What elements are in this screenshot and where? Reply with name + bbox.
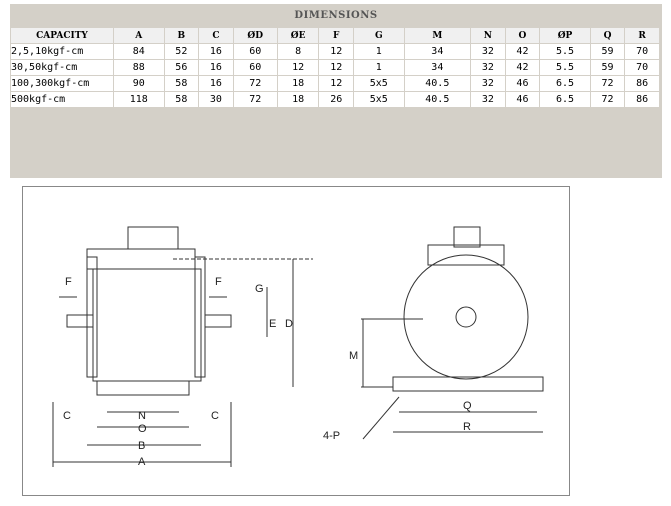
column-header: N <box>470 27 506 44</box>
column-header: G <box>353 27 405 44</box>
table-cell: 88 <box>113 59 165 76</box>
table-cell: 1 <box>353 43 405 60</box>
table-cell: 12 <box>318 43 355 60</box>
column-header: B <box>163 27 200 44</box>
table-cell: 12 <box>318 59 355 76</box>
table-cell: 5x5 <box>353 75 405 92</box>
table-cell: 16 <box>198 75 234 92</box>
label-o: O <box>138 423 147 435</box>
table-cell: 58 <box>163 75 200 92</box>
label-e: E <box>269 318 276 330</box>
front-view <box>361 226 544 440</box>
table-cell: 60 <box>232 59 278 76</box>
table-cell: 12 <box>276 59 320 76</box>
column-header: O <box>504 27 541 44</box>
table-cell: 56 <box>163 59 200 76</box>
table-cell: 40.5 <box>403 91 472 108</box>
label-m: M <box>349 350 358 362</box>
table-cell: 32 <box>470 43 506 60</box>
side-view <box>52 226 313 467</box>
column-header: ØP <box>539 27 591 44</box>
table-cell: 18 <box>276 91 320 108</box>
table-cell: 32 <box>470 75 506 92</box>
label-a: A <box>138 456 146 468</box>
table-cell: 84 <box>113 43 165 60</box>
label-c2: C <box>211 410 219 422</box>
table-cell: 5.5 <box>539 43 591 60</box>
table-cell: 34 <box>403 59 472 76</box>
label-q: Q <box>463 400 472 412</box>
column-header: F <box>318 27 355 44</box>
table-cell: 86 <box>624 75 660 92</box>
table-cell: 16 <box>198 43 234 60</box>
table-cell: 100,300kgf-cm <box>10 75 114 92</box>
table-cell: 2,5,10kgf-cm <box>10 43 114 60</box>
table-cell: 32 <box>470 59 506 76</box>
column-header: ØE <box>276 27 320 44</box>
table-cell: 8 <box>276 43 320 60</box>
table-cell: 59 <box>589 59 626 76</box>
table-cell: 70 <box>624 59 660 76</box>
column-header: M <box>403 27 472 44</box>
table-cell: 40.5 <box>403 75 472 92</box>
label-r: R <box>463 421 471 433</box>
label-g: G <box>255 283 264 295</box>
table-cell: 1 <box>353 59 405 76</box>
table-cell: 59 <box>589 43 626 60</box>
table-cell: 90 <box>113 75 165 92</box>
table-cell: 46 <box>504 75 541 92</box>
label-c1: C <box>63 410 71 422</box>
label-p: 4-P <box>323 430 340 442</box>
label-d: D <box>285 318 293 330</box>
table-cell: 6.5 <box>539 75 591 92</box>
table-cell: 5x5 <box>353 91 405 108</box>
table-cell: 500kgf-cm <box>10 91 114 108</box>
table-cell: 58 <box>163 91 200 108</box>
label-f1: F <box>65 276 72 288</box>
label-n: N <box>138 410 146 422</box>
table-cell: 26 <box>318 91 355 108</box>
table-cell: 34 <box>403 43 472 60</box>
table-cell: 52 <box>163 43 200 60</box>
column-header: C <box>198 27 234 44</box>
table-cell: 5.5 <box>539 59 591 76</box>
table-cell: 30 <box>198 91 234 108</box>
column-header: ØD <box>232 27 278 44</box>
table-cell: 18 <box>276 75 320 92</box>
column-header: A <box>113 27 165 44</box>
table-cell: 46 <box>504 91 541 108</box>
table-title: DIMENSIONS <box>294 10 378 21</box>
column-header: Q <box>589 27 626 44</box>
table-cell: 6.5 <box>539 91 591 108</box>
table-cell: 72 <box>589 91 626 108</box>
table-cell: 12 <box>318 75 355 92</box>
column-header: R <box>624 27 660 44</box>
label-f2: F <box>215 276 222 288</box>
table-cell: 70 <box>624 43 660 60</box>
table-cell: 42 <box>504 43 541 60</box>
table-cell: 72 <box>232 91 278 108</box>
table-cell: 32 <box>470 91 506 108</box>
table-cell: 16 <box>198 59 234 76</box>
dimension-drawing: F F G E D C C N O B A M 4-P Q R <box>22 186 570 496</box>
table-cell: 42 <box>504 59 541 76</box>
table-cell: 30,50kgf-cm <box>10 59 114 76</box>
table-cell: 72 <box>589 75 626 92</box>
label-b: B <box>138 440 145 452</box>
table-cell: 60 <box>232 43 278 60</box>
table-cell: 86 <box>624 91 660 108</box>
table-cell: 118 <box>113 91 165 108</box>
table-cell: 72 <box>232 75 278 92</box>
column-header: CAPACITY <box>10 27 114 44</box>
